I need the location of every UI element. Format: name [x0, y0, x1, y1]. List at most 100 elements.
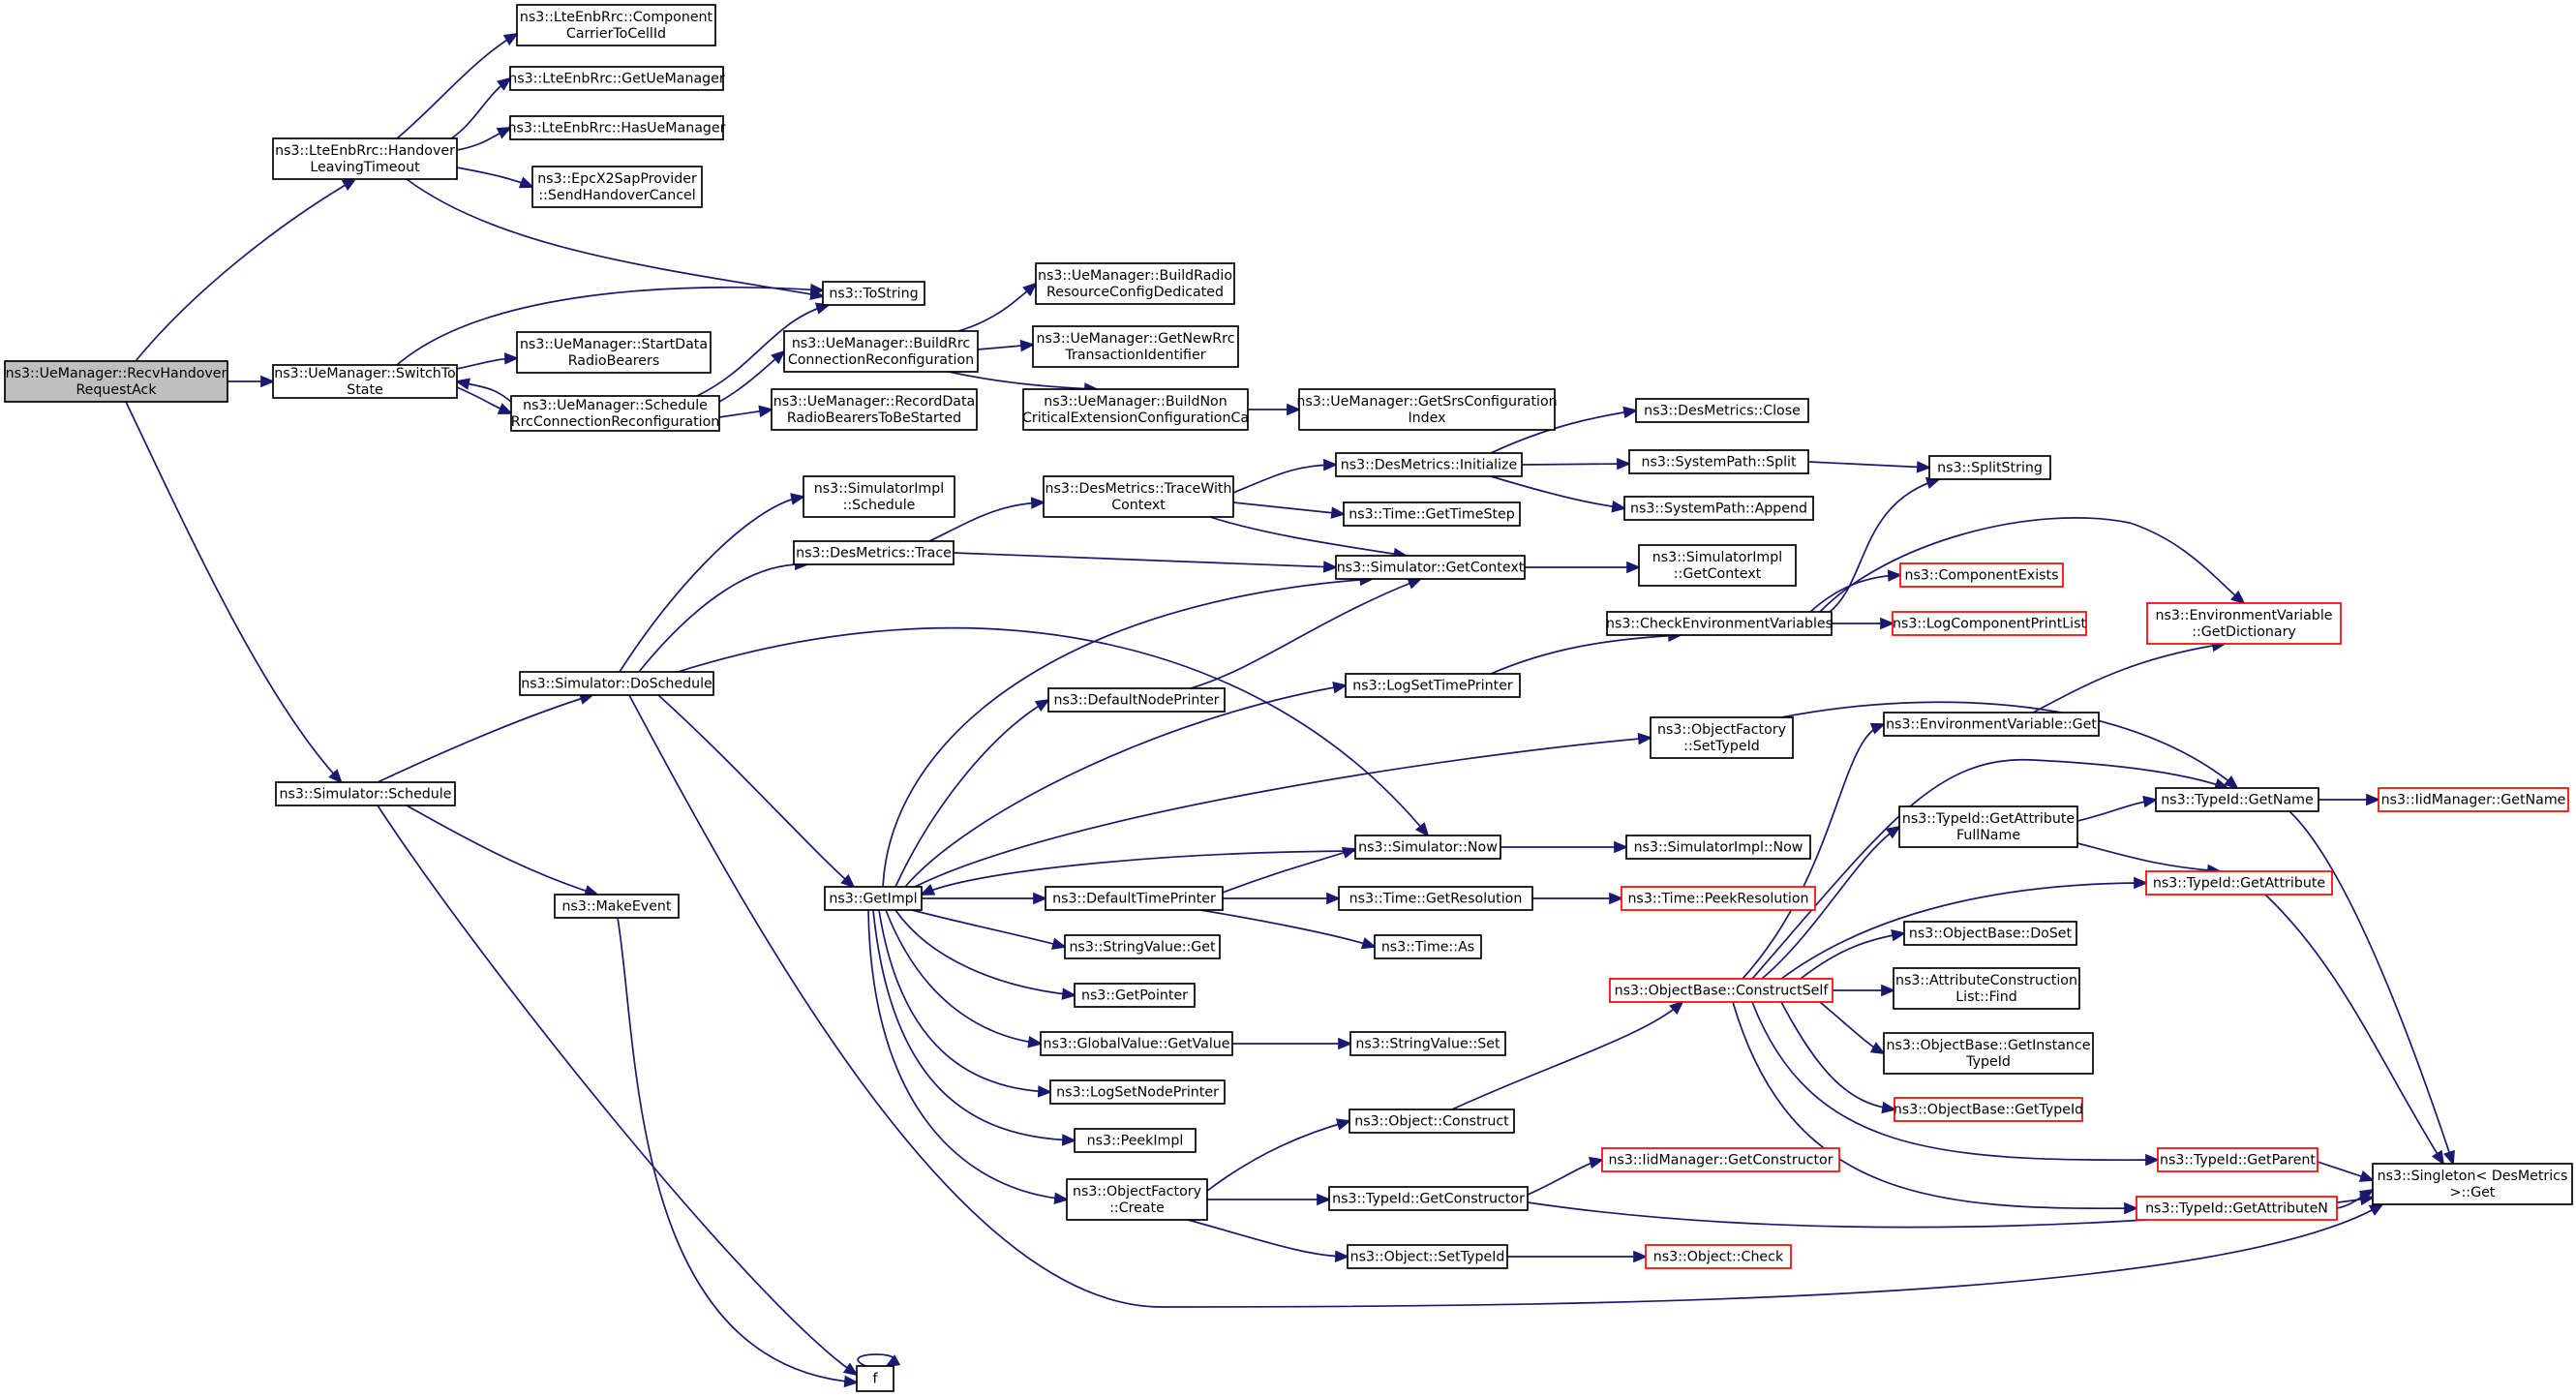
node-label: LeavingTimeout: [310, 160, 420, 175]
node-label: ns3::LogSetTimePrinter: [1352, 679, 1513, 694]
node-cev[interactable]: ns3::CheckEnvironmentVariables: [1606, 611, 1833, 636]
node-svget[interactable]: ns3::StringValue::Get: [1064, 934, 1221, 959]
node-box: [1035, 262, 1235, 305]
node-hum[interactable]: ns3::LteEnbRrc::HasUeManager: [508, 115, 726, 140]
edge-cev-to-splitstr: [1829, 477, 1942, 613]
node-box: [783, 330, 979, 373]
edge-arrowhead: [328, 769, 343, 784]
node-imgname[interactable]: ns3::IidManager::GetName: [2378, 787, 2569, 812]
node-box: [1628, 449, 1809, 474]
node-sgc[interactable]: ns3::Simulator::GetContext: [1335, 555, 1526, 580]
node-tostr[interactable]: ns3::ToString: [822, 281, 925, 306]
node-brrcd[interactable]: ns3::UeManager::BuildRadioResourceConfig…: [1035, 262, 1235, 305]
edge-tigc-to-imgc: [1527, 1156, 1605, 1196]
node-oconstruct[interactable]: ns3::Object::Construct: [1349, 1108, 1515, 1134]
node-sinow[interactable]: ns3::SimulatorImpl::Now: [1625, 835, 1811, 860]
node-ocheck[interactable]: ns3::Object::Check: [1645, 1244, 1792, 1269]
node-tpr[interactable]: ns3::Time::PeekResolution: [1621, 886, 1816, 911]
node-label: ns3::Time::GetTimeStep: [1349, 507, 1515, 523]
edge-arrowhead: [1323, 458, 1339, 471]
node-label: TypeId: [1965, 1054, 2011, 1070]
node-obdoset[interactable]: ns3::ObjectBase::DoSet: [1903, 921, 2077, 946]
node-box: [1064, 934, 1221, 959]
node-label: ns3::UeManager::BuildRrc: [792, 336, 970, 351]
node-box: [1625, 835, 1811, 860]
node-shc[interactable]: ns3::EpcX2SapProvider::SendHandoverCance…: [531, 166, 703, 208]
node-lsnp[interactable]: ns3::LogSetNodePrinter: [1049, 1079, 1226, 1105]
node-splitstr[interactable]: ns3::SplitString: [1928, 455, 2051, 480]
node-lcpl[interactable]: ns3::LogComponentPrintList: [1892, 611, 2087, 636]
node-tigattrn[interactable]: ns3::TypeId::GetAttributeN: [2136, 1196, 2338, 1221]
node-srrc[interactable]: ns3::UeManager::ScheduleRrcConnectionRec…: [510, 395, 720, 432]
node-lstp[interactable]: ns3::LogSetTimePrinter: [1345, 673, 1521, 698]
node-spsplit[interactable]: ns3::SystemPath::Split: [1628, 449, 1809, 474]
node-spappend[interactable]: ns3::SystemPath::Append: [1623, 496, 1814, 521]
node-pimpl[interactable]: ns3::PeekImpl: [1074, 1128, 1197, 1153]
node-tas[interactable]: ns3::Time::As: [1374, 934, 1482, 959]
node-snow[interactable]: ns3::Simulator::Now: [1354, 835, 1501, 860]
node-gum[interactable]: ns3::LteEnbRrc::GetUeManager: [508, 66, 725, 91]
node-bncec[interactable]: ns3::UeManager::BuildNonCriticalExtensio…: [1022, 388, 1249, 431]
node-sigc[interactable]: ns3::SimulatorImpl::GetContext: [1638, 544, 1797, 587]
node-box: [1650, 716, 1794, 759]
node-dinit[interactable]: ns3::DesMetrics::Initialize: [1335, 452, 1523, 477]
node-label: ns3::Singleton< DesMetrics: [2378, 1169, 2568, 1184]
node-imgc[interactable]: ns3::IidManager::GetConstructor: [1601, 1147, 1840, 1172]
node-tgr[interactable]: ns3::Time::GetResolution: [1338, 886, 1533, 911]
node-compex[interactable]: ns3::ComponentExists: [1899, 562, 2064, 588]
node-singleton[interactable]: ns3::Singleton< DesMetrics>::Get: [2372, 1163, 2573, 1205]
node-box: [1074, 983, 1196, 1008]
edge-root-to-sched: [125, 401, 343, 784]
node-gptr[interactable]: ns3::GetPointer: [1074, 983, 1196, 1008]
node-svset[interactable]: ns3::StringValue::Set: [1349, 1031, 1506, 1056]
node-ofsti[interactable]: ns3::ObjectFactory::SetTypeId: [1650, 716, 1794, 759]
node-gvgv[interactable]: ns3::GlobalValue::GetValue: [1040, 1031, 1233, 1056]
node-label: ns3::TypeId::GetConstructor: [1332, 1192, 1525, 1207]
node-getimpl[interactable]: ns3::GetImpl: [824, 886, 923, 911]
node-label: ::GetContext: [1674, 566, 1762, 582]
node-dtp[interactable]: ns3::DefaultTimePrinter: [1045, 886, 1224, 911]
node-evget[interactable]: ns3::EnvironmentVariable::Get: [1883, 712, 2100, 737]
call-edges: [125, 32, 2455, 1388]
edge-srrc-to-switch: [454, 378, 512, 403]
edge-dosch-to-snow: [677, 626, 1430, 837]
node-obgti[interactable]: ns3::ObjectBase::GetTypeId: [1894, 1097, 2083, 1122]
edge-arrowhead: [1287, 403, 1302, 416]
node-label: ns3::UeManager::StartData: [520, 337, 708, 352]
node-tigparent[interactable]: ns3::TypeId::GetParent: [2157, 1147, 2318, 1172]
node-label: ns3::LogSetNodePrinter: [1056, 1085, 1219, 1101]
node-label: ns3::ObjectBase::GetInstance: [1887, 1038, 2091, 1053]
node-gnrti[interactable]: ns3::UeManager::GetNewRrcTransactionIden…: [1032, 325, 1239, 368]
edge-obcs-to-obgit: [1819, 1001, 1886, 1055]
node-label: ns3::ToString: [829, 287, 918, 302]
edge-arrowhead: [1407, 577, 1423, 590]
node-sched[interactable]: ns3::Simulator::Schedule: [275, 781, 456, 806]
node-tigattr[interactable]: ns3::TypeId::GetAttribute: [2145, 870, 2333, 896]
node-dtrace[interactable]: ns3::DesMetrics::Trace: [793, 540, 955, 565]
node-dclose[interactable]: ns3::DesMetrics::Close: [1635, 398, 1809, 423]
node-tgts[interactable]: ns3::Time::GetTimeStep: [1343, 501, 1521, 527]
node-ofcreate[interactable]: ns3::ObjectFactory::Create: [1066, 1178, 1208, 1221]
node-tigc[interactable]: ns3::TypeId::GetConstructor: [1328, 1186, 1529, 1211]
node-simplsch[interactable]: ns3::SimulatorImpl::Schedule: [803, 475, 955, 518]
node-dosch[interactable]: ns3::Simulator::DoSchedule: [519, 671, 714, 696]
node-f[interactable]: f: [856, 1365, 894, 1392]
node-tigname[interactable]: ns3::TypeId::GetName: [2155, 787, 2319, 812]
edge-line: [1751, 1001, 2159, 1162]
node-osti[interactable]: ns3::Object::SetTypeId: [1347, 1244, 1508, 1269]
node-dnp[interactable]: ns3::DefaultNodePrinter: [1047, 687, 1226, 713]
node-mkev[interactable]: ns3::MakeEvent: [554, 894, 680, 919]
node-evgd[interactable]: ns3::EnvironmentVariable::GetDictionary: [2146, 602, 2342, 645]
node-rdrb[interactable]: ns3::UeManager::RecordDataRadioBearersTo…: [771, 388, 978, 431]
node-obcs[interactable]: ns3::ObjectBase::ConstructSelf: [1609, 978, 1834, 1003]
node-brrc[interactable]: ns3::UeManager::BuildRrcConnectionReconf…: [783, 330, 979, 373]
